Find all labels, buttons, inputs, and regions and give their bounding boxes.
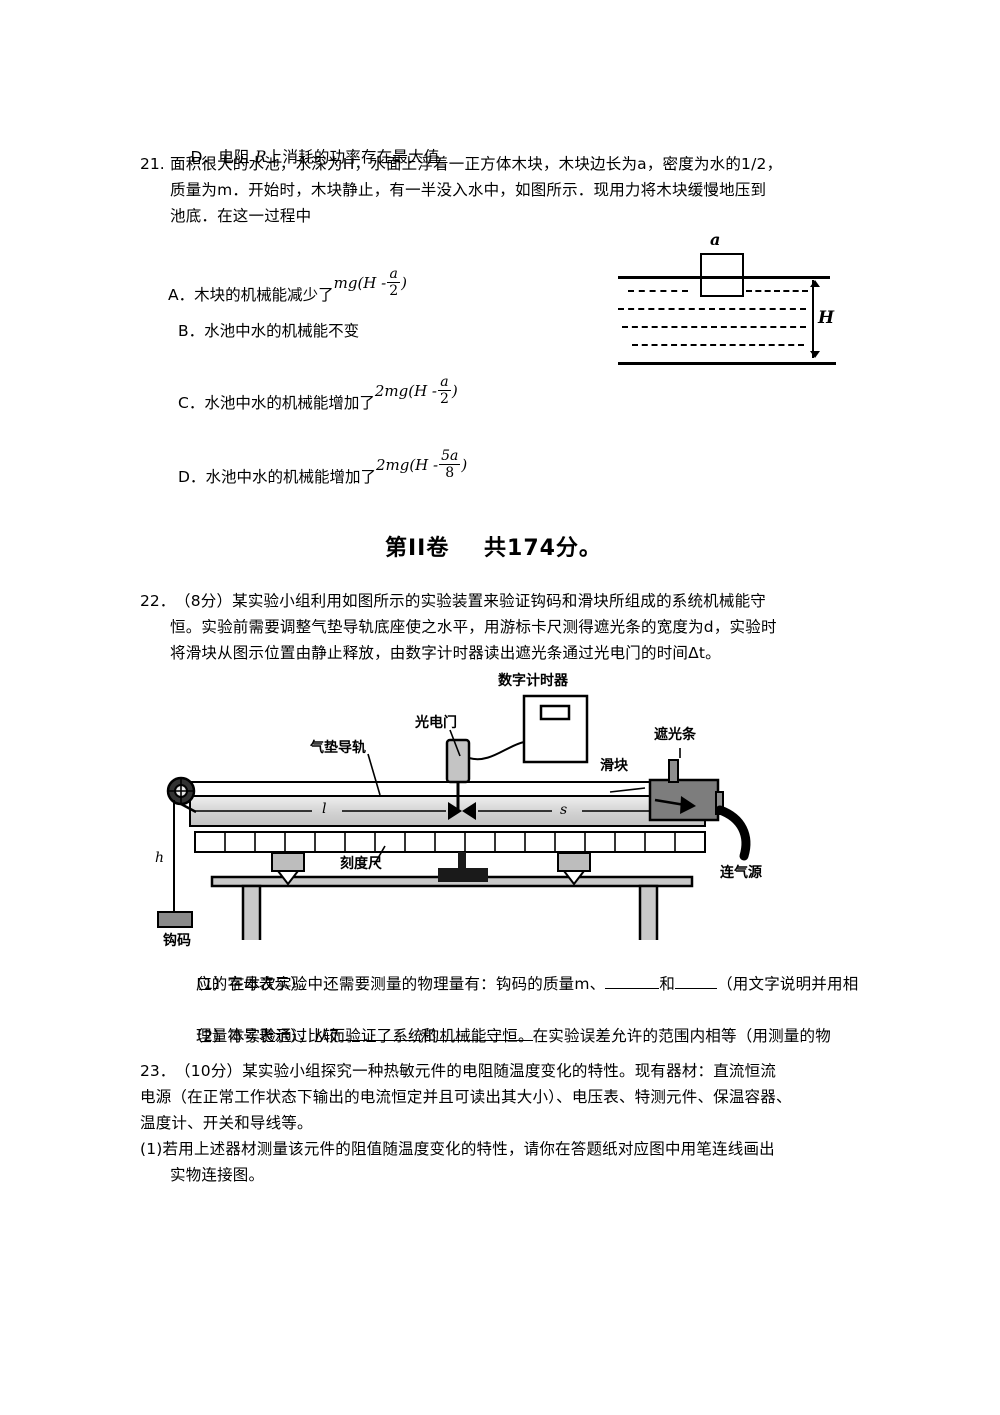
q23-sub1-line1: (1)若用上述器材测量该元件的阻值随温度变化的特性，请你在答题纸对应图中用笔连线… [140, 1140, 775, 1158]
fraction-bar [437, 390, 451, 391]
q22-sub1-blank-2[interactable] [675, 988, 718, 989]
section-heading: 第II卷 共174分。 [385, 536, 602, 561]
q22-number: 22． [140, 592, 176, 610]
water-dash-row [632, 344, 804, 346]
formula-tail: ) [461, 456, 468, 474]
label-air-track: 气垫导轨 [310, 740, 366, 756]
q22-sub1-text-a: 在本次实验中还需要测量的物理量有：钩码的质量m、 [228, 975, 606, 993]
q23-number: 23． [140, 1062, 176, 1080]
air-track-apparatus-figure: 气垫导轨 光电门 数字计时器 滑块 遮光条 连气源 刻度尺 钩码 h l s [150, 660, 870, 966]
fraction-denominator: 8 [445, 465, 455, 481]
q21-option-a-text: 木块的机械能减少了 [194, 286, 334, 304]
q22-sub1-blank-1[interactable] [605, 988, 660, 989]
q20-option-d-pre: 电阻 [218, 148, 255, 166]
label-digital-timer: 数字计时器 [498, 673, 568, 689]
fraction-numerator: a [440, 374, 449, 390]
water-surface-line [618, 276, 830, 279]
q21-option-c-text: 水池中水的机械能增加了 [204, 394, 375, 412]
q21-option-d-letter: D． [178, 468, 206, 486]
water-dash-row [628, 290, 688, 292]
wood-cube [700, 253, 744, 297]
q21-option-d-text: 水池中水的机械能增加了 [205, 468, 376, 486]
q22-sub2-line1: （2）本实验通过比较 和 在实验误差允许的范围内相等（用测量的物 [167, 997, 887, 1075]
q21-stem-line1: 面积很大的水池，水深为H，水面上浮着一正方体木块，木块边长为a，密度为水的1/2… [170, 155, 783, 173]
q23-sub1-line2: 实物连接图。 [170, 1166, 265, 1184]
q23-stem-line3: 温度计、开关和导线等。 [140, 1114, 313, 1132]
q22-stem-line3: 将滑块从图示位置由静止释放，由数字计时器读出遮光条通过光电门的时间Δt。 [170, 644, 721, 662]
formula-lead: 2mg(H - [374, 382, 437, 400]
q20-option-d-letter: D． [190, 148, 219, 166]
fraction-numerator: a [389, 266, 398, 282]
label-photogate: 光电门 [415, 715, 457, 731]
fraction-bar [387, 282, 401, 283]
formula-lead: 2mg(H - [375, 456, 439, 474]
water-dash-row [746, 290, 808, 292]
label-light-strip: 遮光条 [654, 727, 696, 743]
symbol-h: h [155, 850, 165, 866]
q21-stem-line2: 质量为m．开始时，木块静止，有一半没入水中，如图所示．现用力将木块缓慢地压到 [170, 181, 767, 199]
label-ruler: 刻度尺 [340, 856, 382, 872]
q22-sub2-text-c: 在实验误差允许的范围内相等（用测量的物 [532, 1027, 831, 1045]
q22-sub1-label: （1） [187, 975, 229, 993]
depth-dimension-arrow [810, 280, 820, 358]
q22-sub2-blank-1[interactable] [338, 1040, 421, 1041]
q22-sub2-text-b: 和 [420, 1027, 437, 1045]
q22-sub2-blank-2[interactable] [436, 1040, 533, 1041]
q22-sub1-text-c: （用文字说明并用相 [717, 975, 859, 993]
formula-lead: mg(H - [333, 274, 387, 292]
q23-stem-line2: 电源（在正常工作状态下输出的电流恒定并且可读出其大小）、电压表、特测元件、保温容… [140, 1088, 792, 1106]
q22-stem-line2: 恒。实验前需要调整气垫导轨底座使之水平，用游标卡尺测得遮光条的宽度为d，实验时 [170, 618, 777, 636]
q21-option-c-letter: C． [178, 394, 205, 412]
water-pool-figure: a H [618, 228, 853, 368]
q22-sub1-text-b: 和 [659, 975, 676, 993]
formula-tail: ) [451, 382, 458, 400]
fraction-denominator: 2 [439, 391, 449, 407]
fraction-denominator: 2 [389, 283, 399, 299]
q20-option-d-variable: R [254, 148, 267, 166]
symbol-l: l [322, 801, 327, 817]
label-weight: 钩码 [163, 933, 191, 949]
q22-stem-line1: （8分）某实验小组利用如图所示的实验装置来验证钩码和滑块所组成的系统机械能守 [175, 592, 766, 610]
q22-sub2-line2: 理量符号表示），从而验证了系统的机械能守恒。 [196, 1027, 534, 1045]
fraction-numerator: 5a [441, 448, 459, 464]
q22-sub2-text-a: 本实验通过比较 [228, 1027, 339, 1045]
water-dash-row [618, 308, 806, 310]
q20-option-d: D．电阻 R上消耗的功率存在最大值 [170, 118, 770, 196]
q20-option-d-post: 上消耗的功率存在最大值 [266, 148, 440, 166]
symbol-s: s [560, 802, 568, 818]
formula-tail: ) [401, 274, 408, 292]
cube-side-label: a [710, 230, 721, 249]
q22-sub1-line1: （1）在本次实验中还需要测量的物理量有：钩码的质量m、 和 （用文字说明并用相 [167, 945, 887, 1023]
label-air-source: 连气源 [720, 865, 762, 881]
q21-option-a-letter: A． [168, 286, 195, 304]
q21-number: 21. [140, 155, 165, 173]
q21-option-b-letter: B． [178, 322, 205, 340]
depth-label: H [818, 308, 835, 328]
q22-sub1-line2: 应的字母表示）。 [196, 975, 314, 993]
q23-stem-line1: （10分）某实验小组探究一种热敏元件的电阻随温度变化的特性。现有器材：直流恒流 [175, 1062, 777, 1080]
q21-option-b: B．水池中水的机械能不变 [178, 318, 359, 344]
q22-sub2-label: （2） [187, 1027, 229, 1045]
pool-bottom-line [618, 362, 836, 365]
water-dash-row [622, 326, 806, 328]
q21-stem-line3: 池底．在这一过程中 [170, 207, 312, 225]
apparatus-svg [157, 694, 751, 966]
q21-option-b-text: 水池中水的机械能不变 [204, 322, 360, 340]
label-slider: 滑块 [600, 758, 628, 774]
fraction-bar [439, 464, 461, 465]
